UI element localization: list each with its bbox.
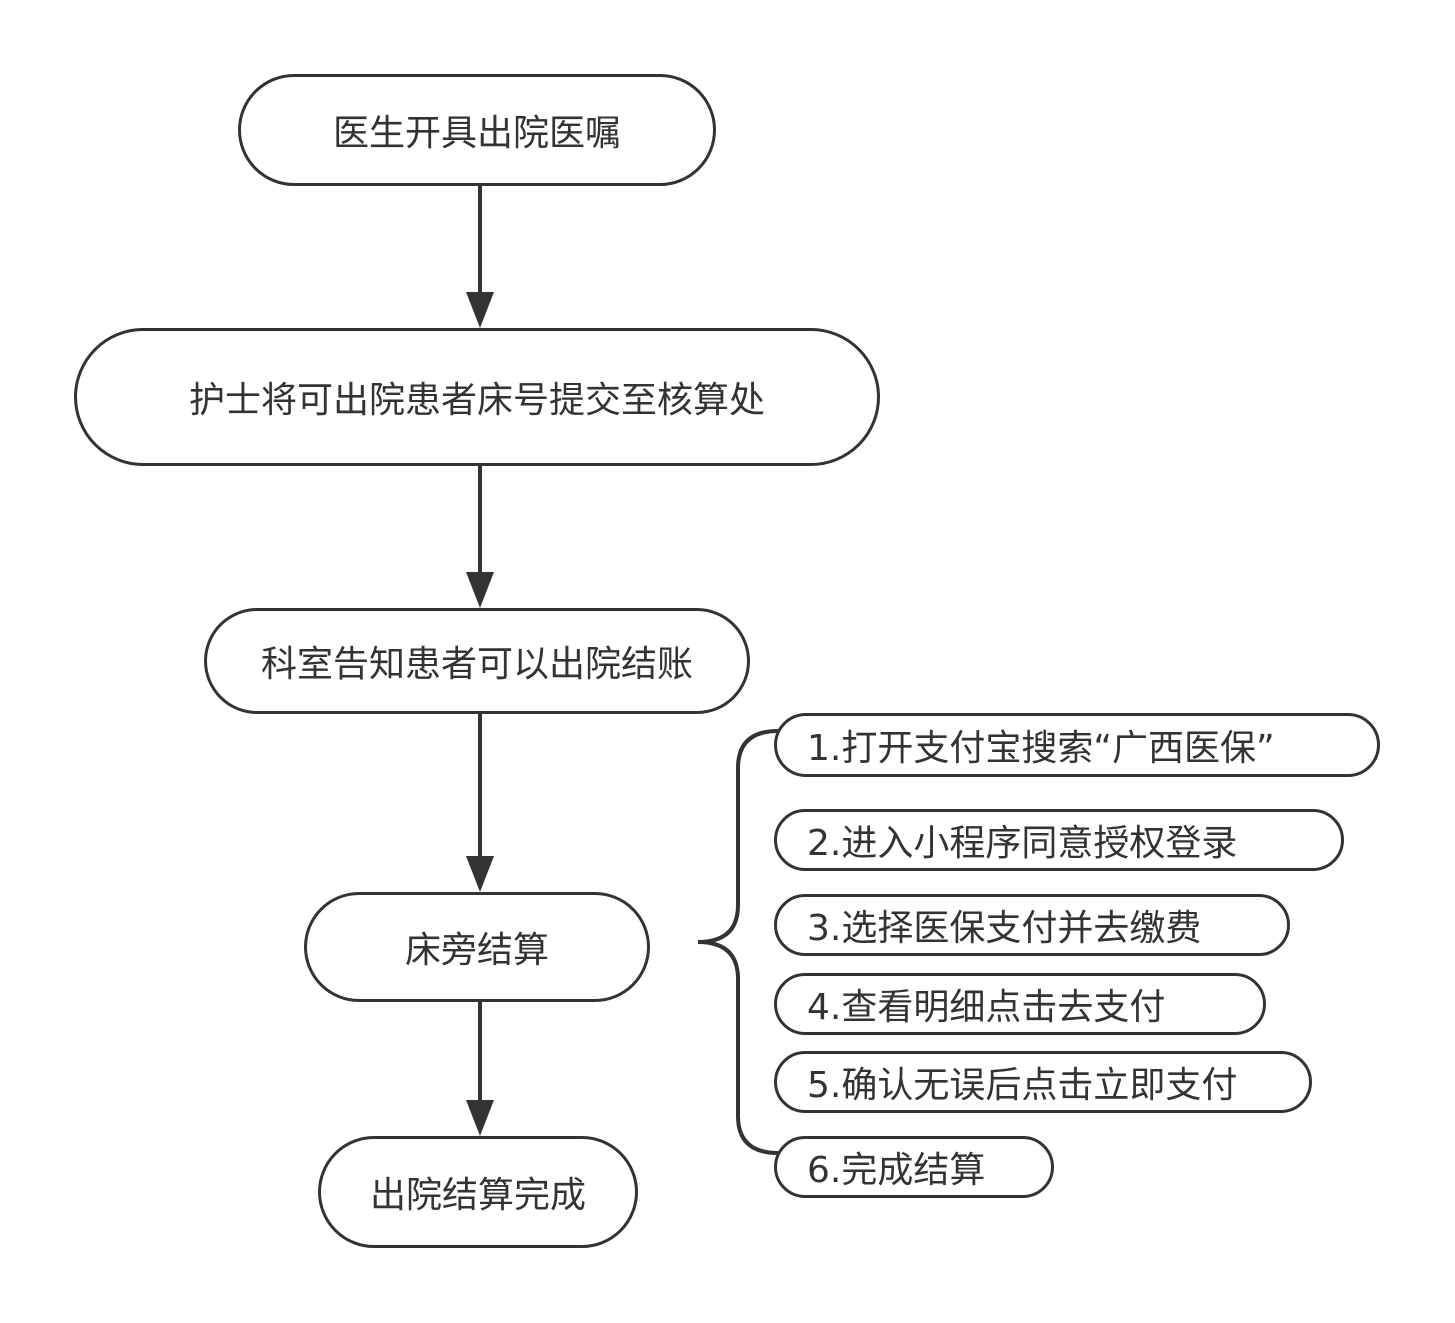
- node-bedside-settlement: 床旁结算: [304, 892, 650, 1002]
- arrowhead-n3: [466, 572, 494, 608]
- step-3: 3.选择医保支付并去缴费: [774, 894, 1290, 956]
- arrowhead-n5: [466, 1100, 494, 1136]
- step-1: 1.打开支付宝搜索“广西医保”: [774, 713, 1380, 777]
- step-2: 2.进入小程序同意授权登录: [774, 809, 1344, 871]
- step-6: 6.完成结算: [774, 1136, 1054, 1198]
- node-doctor-order: 医生开具出院医嘱: [238, 74, 716, 186]
- node-nurse-submit: 护士将可出院患者床号提交至核算处: [74, 328, 880, 466]
- node-notify-patient: 科室告知患者可以出院结账: [204, 608, 750, 714]
- node-settlement-complete: 出院结算完成: [318, 1136, 638, 1248]
- step-4: 4.查看明细点击去支付: [774, 973, 1266, 1035]
- step-5: 5.确认无误后点击立即支付: [774, 1051, 1312, 1113]
- brace: [697, 729, 779, 1155]
- arrowhead-n2: [466, 292, 494, 328]
- arrowhead-n4: [466, 856, 494, 892]
